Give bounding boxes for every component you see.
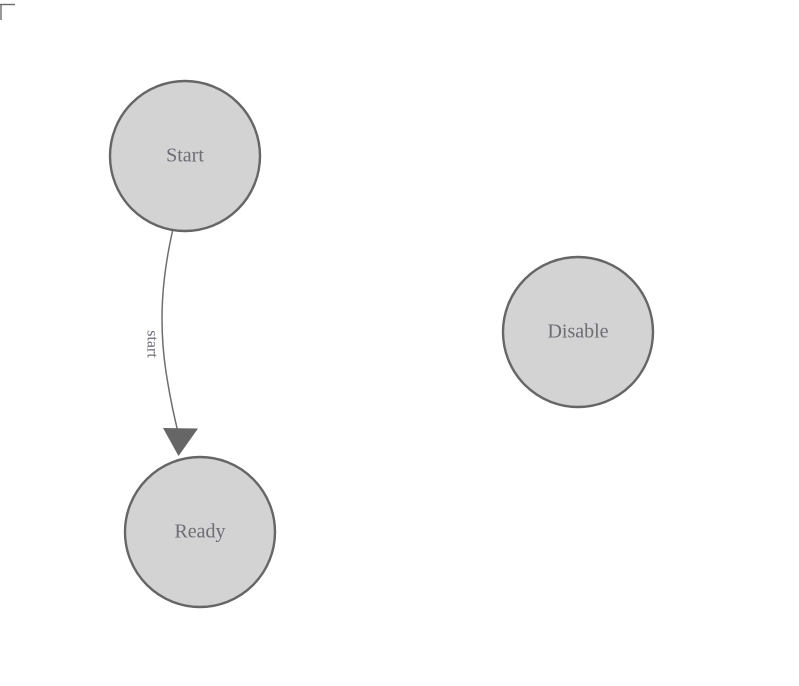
state-node-ready[interactable]: Ready [123, 455, 277, 609]
transition-label-start: start [143, 330, 160, 358]
state-node-disable[interactable]: Disable [501, 255, 655, 409]
state-node-ready-circle[interactable] [123, 455, 277, 609]
state-node-start-circle[interactable] [108, 79, 262, 233]
transition-start-to-ready[interactable]: start [143, 230, 198, 456]
state-node-start[interactable]: Start [108, 79, 262, 233]
transition-edge-path[interactable] [161, 230, 179, 433]
state-node-disable-circle[interactable] [501, 255, 655, 409]
crop-bracket-mark [0, 3, 15, 20]
transition-arrowhead-icon [163, 428, 198, 456]
